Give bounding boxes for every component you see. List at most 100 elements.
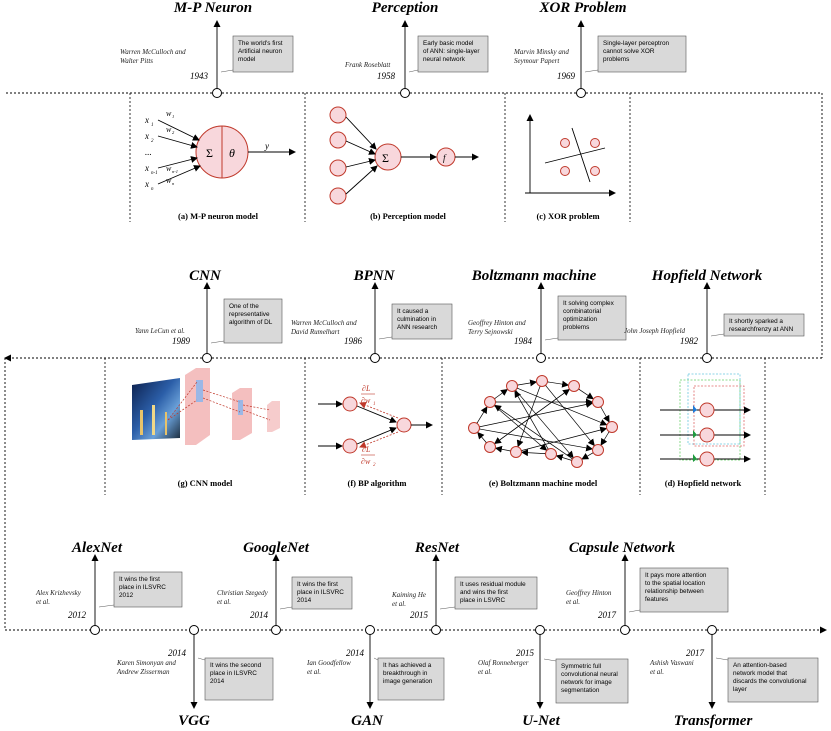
event-title: Hopfield Network [651,268,763,284]
event-author: et al. [307,668,321,676]
event-author: et al. [217,598,231,606]
event-note-text: It pays more attention [645,572,707,579]
event-year: 2017 [686,648,705,658]
boltzmann-node [506,380,518,392]
event-note-text: image generation [383,678,433,685]
event-title: ResNet [414,540,460,556]
boltzmann-node [484,441,496,453]
event-author: Andrew Zisserman [116,668,170,676]
mp-input-subscript: 2 [151,139,154,144]
event-marker [707,625,717,635]
event-author: Warren McCulloch and [291,319,357,327]
event-author: Yann LeCun et al. [135,327,185,335]
event-author: et al. [478,668,492,676]
mp-input-label: x [144,115,149,125]
event-title: Perception [372,0,439,16]
mp-sum-label: Σ [206,146,213,160]
event-note-text: ANN research [397,324,438,331]
event-marker [536,353,546,363]
event-year: 1958 [377,71,396,81]
event-note-text: It has achieved a [383,662,432,669]
event-author: Christian Szegedy [217,589,269,597]
event-note-box [727,657,819,703]
hopfield-diagram [660,373,751,467]
event-note-text: 2012 [119,592,134,599]
event-marker [365,625,375,635]
caption-cnn: (g) CNN model [178,478,233,488]
mp-weight-label: w [166,176,172,185]
event-note-text: relationship between [645,588,704,595]
mp-weight-subscript: 2 [172,130,175,135]
event-author: Geoffrey Hinton [566,589,612,597]
event-note-text: problems [603,56,629,63]
boltzmann-node [571,456,583,468]
event-note-text: 2014 [297,597,312,604]
xor-diagram [525,114,616,197]
bp-grad2-num: ∂L [362,445,371,454]
event-year: 2014 [250,610,269,620]
boltzmann-diagram [468,375,618,468]
event-note-text: representative [229,311,270,318]
boltzmann-node [592,444,604,456]
event-marker [535,625,545,635]
perceptron-sum-label: Σ [382,151,389,165]
event-note-text: It wins the second [210,662,262,669]
event-marker [370,353,380,363]
event-marker [202,353,212,363]
event-marker [212,88,222,98]
event-note-box [417,35,489,73]
caption-hopfield: (d) Hopfield network [665,478,742,488]
event-marker [271,625,281,635]
event-year: 2014 [168,648,187,658]
bp-diagram: ∂L ∂w 1 ∂L ∂w 2 [318,384,433,468]
event-note-text: It solving complex [563,300,615,307]
event-marker [431,625,441,635]
mp-input-label: x [144,163,149,173]
event-year: 1982 [680,336,699,346]
event-title: Boltzmann machine [471,268,597,284]
mp-weight-label: w [166,164,172,173]
event-note-text: place in LSVRC [460,597,505,604]
caption-bp: (f) BP algorithm [347,478,406,488]
perceptron-f-label: f [443,153,447,163]
mp-input-label: x [144,131,149,141]
bp-grad2-sub: 2 [373,463,376,468]
event-year: 1986 [344,336,363,346]
cnn-conv-layer-1 [185,368,210,445]
event-note-box [204,657,274,701]
mp-input-label: x [144,179,149,189]
event-note-text: layer [733,686,748,693]
mp-input-subscript: n-1 [151,171,158,176]
event-title: Transformer [674,713,753,729]
event-author: Geoffrey Hinton and [468,319,526,327]
boltzmann-node [545,448,557,460]
event-note-text: Single-layer perceptron [603,40,670,47]
event-author: et al. [566,598,580,606]
event-note-text: It wins the first [297,581,338,588]
event-note-text: culmination in [397,316,437,323]
event-note-box [291,576,353,610]
event-year: 1984 [514,336,533,346]
boltzmann-node [606,421,618,433]
cnn-pool-layer [267,401,280,432]
event-note-text: of ANN: single-layer [423,48,480,55]
event-title: Capsule Network [569,540,676,556]
perceptron-diagram: Σ f [329,106,479,205]
event-note-text: problems [563,324,589,331]
event-note-text: neural network [423,56,466,63]
mp-input-label: ... [145,147,152,157]
event-marker [702,353,712,363]
event-note-box [232,35,294,73]
